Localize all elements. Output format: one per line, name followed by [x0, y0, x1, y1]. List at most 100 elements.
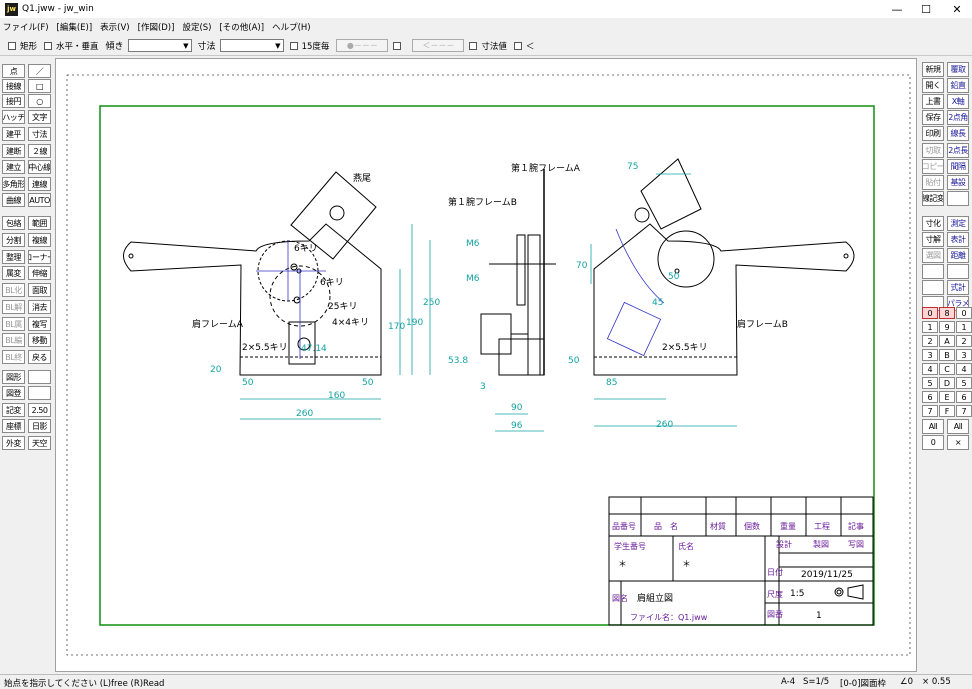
layer-button-5-0[interactable]: 5 [922, 377, 938, 389]
tool-l-15[interactable]: BL属 [2, 317, 25, 331]
layer-cross-icon[interactable]: × [947, 435, 969, 450]
menu-file[interactable]: ファイル(F) [3, 23, 49, 33]
tool-r-2[interactable]: ○ [28, 94, 51, 108]
hv-checkbox[interactable]: 水平・垂直 [44, 40, 99, 52]
rtool-r-12[interactable] [947, 264, 969, 279]
rtool-r-8[interactable] [947, 191, 969, 206]
tool-l-11[interactable]: 整理 [2, 250, 25, 264]
rtool-l-4[interactable]: 印刷 [922, 126, 944, 141]
arrow-button[interactable]: ＜－－－ [412, 39, 465, 52]
tool-r-9[interactable]: 範囲 [28, 216, 51, 230]
rtool-l-8[interactable]: 線記変 [922, 191, 944, 206]
rtool-r-6[interactable]: 間隔 [947, 159, 969, 174]
layer-button-6-1[interactable]: E [939, 391, 955, 403]
tool-l-6[interactable]: 建立 [2, 160, 25, 174]
layer-button-3-0[interactable]: 3 [922, 349, 938, 361]
tool-r-22[interactable]: 天空 [28, 436, 51, 450]
tool-l-3[interactable]: ハッチ [2, 110, 25, 124]
layer-button-2-0[interactable]: 2 [922, 335, 938, 347]
deg15-checkbox[interactable]: 15度毎 [289, 40, 329, 52]
layer-button-1-2[interactable]: 1 [956, 321, 972, 333]
rtool-l-5[interactable]: 切取 [922, 143, 944, 158]
menu-view[interactable]: 表示(V) [100, 23, 130, 33]
tool-l-7[interactable]: 多角形 [2, 177, 25, 191]
tool-r-7[interactable]: 連線 [28, 177, 51, 191]
close-icon[interactable]: ✕ [952, 2, 962, 16]
menu-other[interactable]: [その他(A)] [219, 23, 265, 33]
tool-l-10[interactable]: 分割 [2, 233, 25, 247]
tool-l-18[interactable]: 図形 [2, 370, 25, 384]
rtool-l-2[interactable]: 上書 [922, 94, 944, 109]
layer-button-6-2[interactable]: 6 [956, 391, 972, 403]
layer-button-7-2[interactable]: 7 [956, 405, 972, 417]
rtool-r-11[interactable]: 距離 [947, 248, 969, 263]
tool-r-13[interactable]: 面取 [28, 283, 51, 297]
tool-r-19[interactable] [28, 386, 51, 400]
tool-l-9[interactable]: 包絡 [2, 216, 25, 230]
arrow-checkbox[interactable] [393, 41, 405, 50]
linetype-button[interactable]: ●－－－ [336, 39, 389, 52]
tool-r-12[interactable]: 伸縮 [28, 266, 51, 280]
rtool-l-1[interactable]: 開く [922, 78, 944, 93]
rtool-r-13[interactable]: 式計 [947, 280, 969, 295]
layer-zero-button[interactable]: 0 [922, 435, 944, 450]
rtool-r-3[interactable]: 2点角 [947, 110, 969, 125]
layer-button-2-1[interactable]: A [939, 335, 955, 347]
tool-l-2[interactable]: 接円 [2, 94, 25, 108]
rtool-l-11[interactable]: 選図 [922, 248, 944, 263]
dim-combo[interactable]: ▼ [219, 39, 284, 52]
layer-button-5-2[interactable]: 5 [956, 377, 972, 389]
tool-l-21[interactable]: 座標 [2, 419, 25, 433]
layer-button-0-1[interactable]: 8 [939, 307, 955, 319]
tool-r-18[interactable] [28, 370, 51, 384]
layer-button-1-1[interactable]: 9 [939, 321, 955, 333]
tool-r-4[interactable]: 寸法 [28, 127, 51, 141]
layer-all-button-0[interactable]: All [922, 419, 944, 434]
tool-r-21[interactable]: 日影 [28, 419, 51, 433]
rtool-top[interactable]: 覆取 [947, 62, 969, 77]
tool-r-5[interactable]: ２線 [28, 144, 51, 158]
tool-l-12[interactable]: 属変 [2, 266, 25, 280]
rtool-l-7[interactable]: 貼付 [922, 175, 944, 190]
tool-l-8[interactable]: 曲線 [2, 193, 25, 207]
rtool-l-0[interactable]: 新規 [922, 62, 944, 77]
tool-r-11[interactable]: コーナー [28, 250, 51, 264]
layer-button-0-2[interactable]: 0 [956, 307, 972, 319]
rtool-l-9[interactable]: 寸化 [922, 216, 944, 231]
rtool-r-4[interactable]: 線長 [947, 126, 969, 141]
maximize-icon[interactable]: ☐ [921, 2, 931, 16]
lt-checkbox[interactable]: ＜ [513, 40, 534, 52]
tool-l-17[interactable]: BL終 [2, 350, 25, 364]
tool-r-1[interactable]: □ [28, 79, 51, 93]
dimval-checkbox[interactable]: 寸法値 [469, 40, 507, 52]
status-layer[interactable]: [0-0]図面枠 [840, 679, 887, 689]
rtool-l-6[interactable]: コピー [922, 159, 944, 174]
rtool-r-9[interactable]: 測定 [947, 216, 969, 231]
layer-button-2-2[interactable]: 2 [956, 335, 972, 347]
tool-l-0[interactable]: 点 [2, 64, 25, 78]
rtool-l-13[interactable] [922, 280, 944, 295]
status-zoom[interactable]: × 0.55 [922, 677, 951, 687]
status-scale[interactable]: S=1/5 [803, 677, 830, 687]
tool-l-22[interactable]: 外変 [2, 436, 25, 450]
tool-l-16[interactable]: BL編 [2, 333, 25, 347]
tool-r-8[interactable]: AUTO [28, 193, 51, 207]
rtool-r-2[interactable]: X軸 [947, 94, 969, 109]
tool-r-20[interactable]: 2.50 [28, 403, 51, 417]
layer-button-7-1[interactable]: F [939, 405, 955, 417]
tool-l-5[interactable]: 建断 [2, 144, 25, 158]
layer-button-7-0[interactable]: 7 [922, 405, 938, 417]
menu-draw[interactable]: [作図(D)] [137, 23, 175, 33]
tool-r-3[interactable]: 文字 [28, 110, 51, 124]
layer-button-3-2[interactable]: 3 [956, 349, 972, 361]
layer-button-5-1[interactable]: D [939, 377, 955, 389]
tool-l-4[interactable]: 建平 [2, 127, 25, 141]
layer-button-4-2[interactable]: 4 [956, 363, 972, 375]
rtool-r-7[interactable]: 基設 [947, 175, 969, 190]
drawing-canvas[interactable]: 燕尾 第１腕フレームA 第１腕フレームB 肩フレームA 肩フレームB 6キリ 6… [55, 58, 917, 672]
tool-r-6[interactable]: 中心線 [28, 160, 51, 174]
menu-settings[interactable]: 設定(S) [182, 23, 212, 33]
tool-r-15[interactable]: 複写 [28, 317, 51, 331]
tool-r-0[interactable]: ／ [28, 64, 51, 78]
rtool-r-5[interactable]: 2点長 [947, 143, 969, 158]
